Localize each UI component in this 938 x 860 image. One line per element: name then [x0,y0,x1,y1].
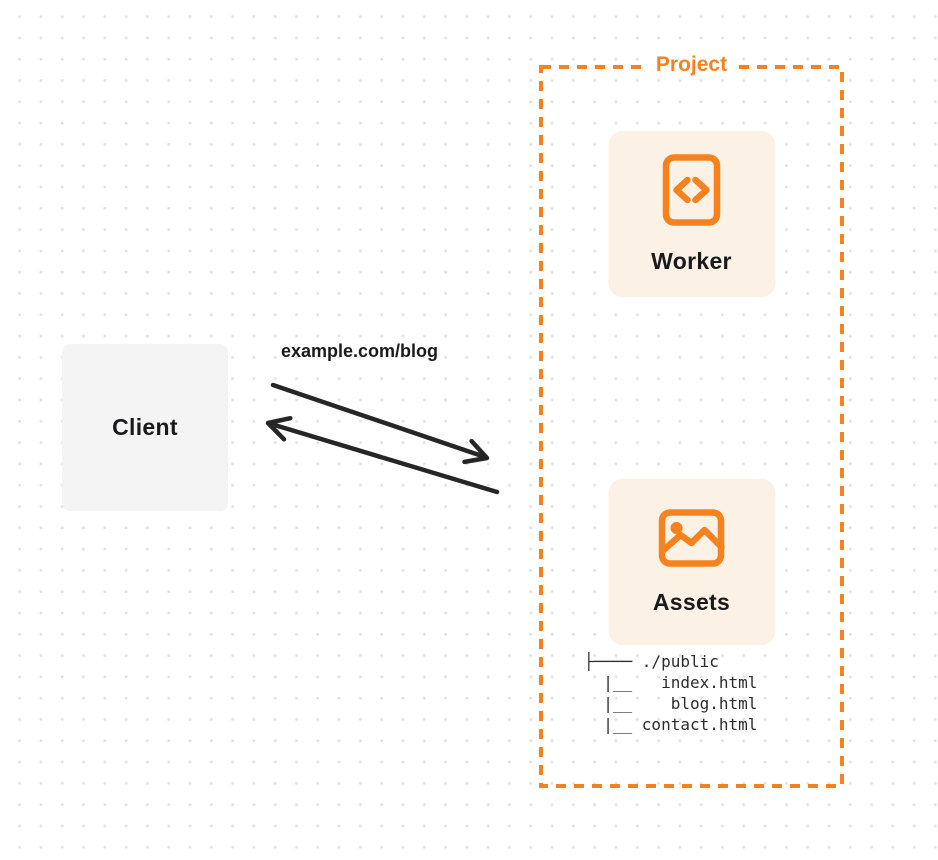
file-tree-line-public: ├──── ./public [584,652,719,671]
worker-node: Worker [608,131,775,297]
file-tree-line-blog: |__ blog.html [584,694,758,713]
file-tree-line-contact: |__ contact.html [584,715,758,734]
worker-label: Worker [651,247,732,274]
file-tree-line-index: |__ index.html [584,673,758,692]
project-title: Project [647,51,736,79]
assets-node: Assets [608,479,775,645]
assets-file-tree: ├──── ./public |__ index.html |__ blog.h… [584,651,757,735]
request-arrowhead-icon [462,438,490,465]
client-node: Client [62,344,228,511]
request-url-label: example.com/blog [281,341,439,361]
assets-label: Assets [652,588,731,615]
image-icon [658,508,725,567]
request-arrow [270,382,488,460]
client-label: Client [112,414,178,440]
response-arrowhead-icon [265,415,293,442]
code-file-icon [662,153,721,226]
response-arrow [267,421,500,495]
request-response-arrows [265,382,500,495]
project-group: Project Worker Assets ├──── ./public |__… [539,51,844,788]
